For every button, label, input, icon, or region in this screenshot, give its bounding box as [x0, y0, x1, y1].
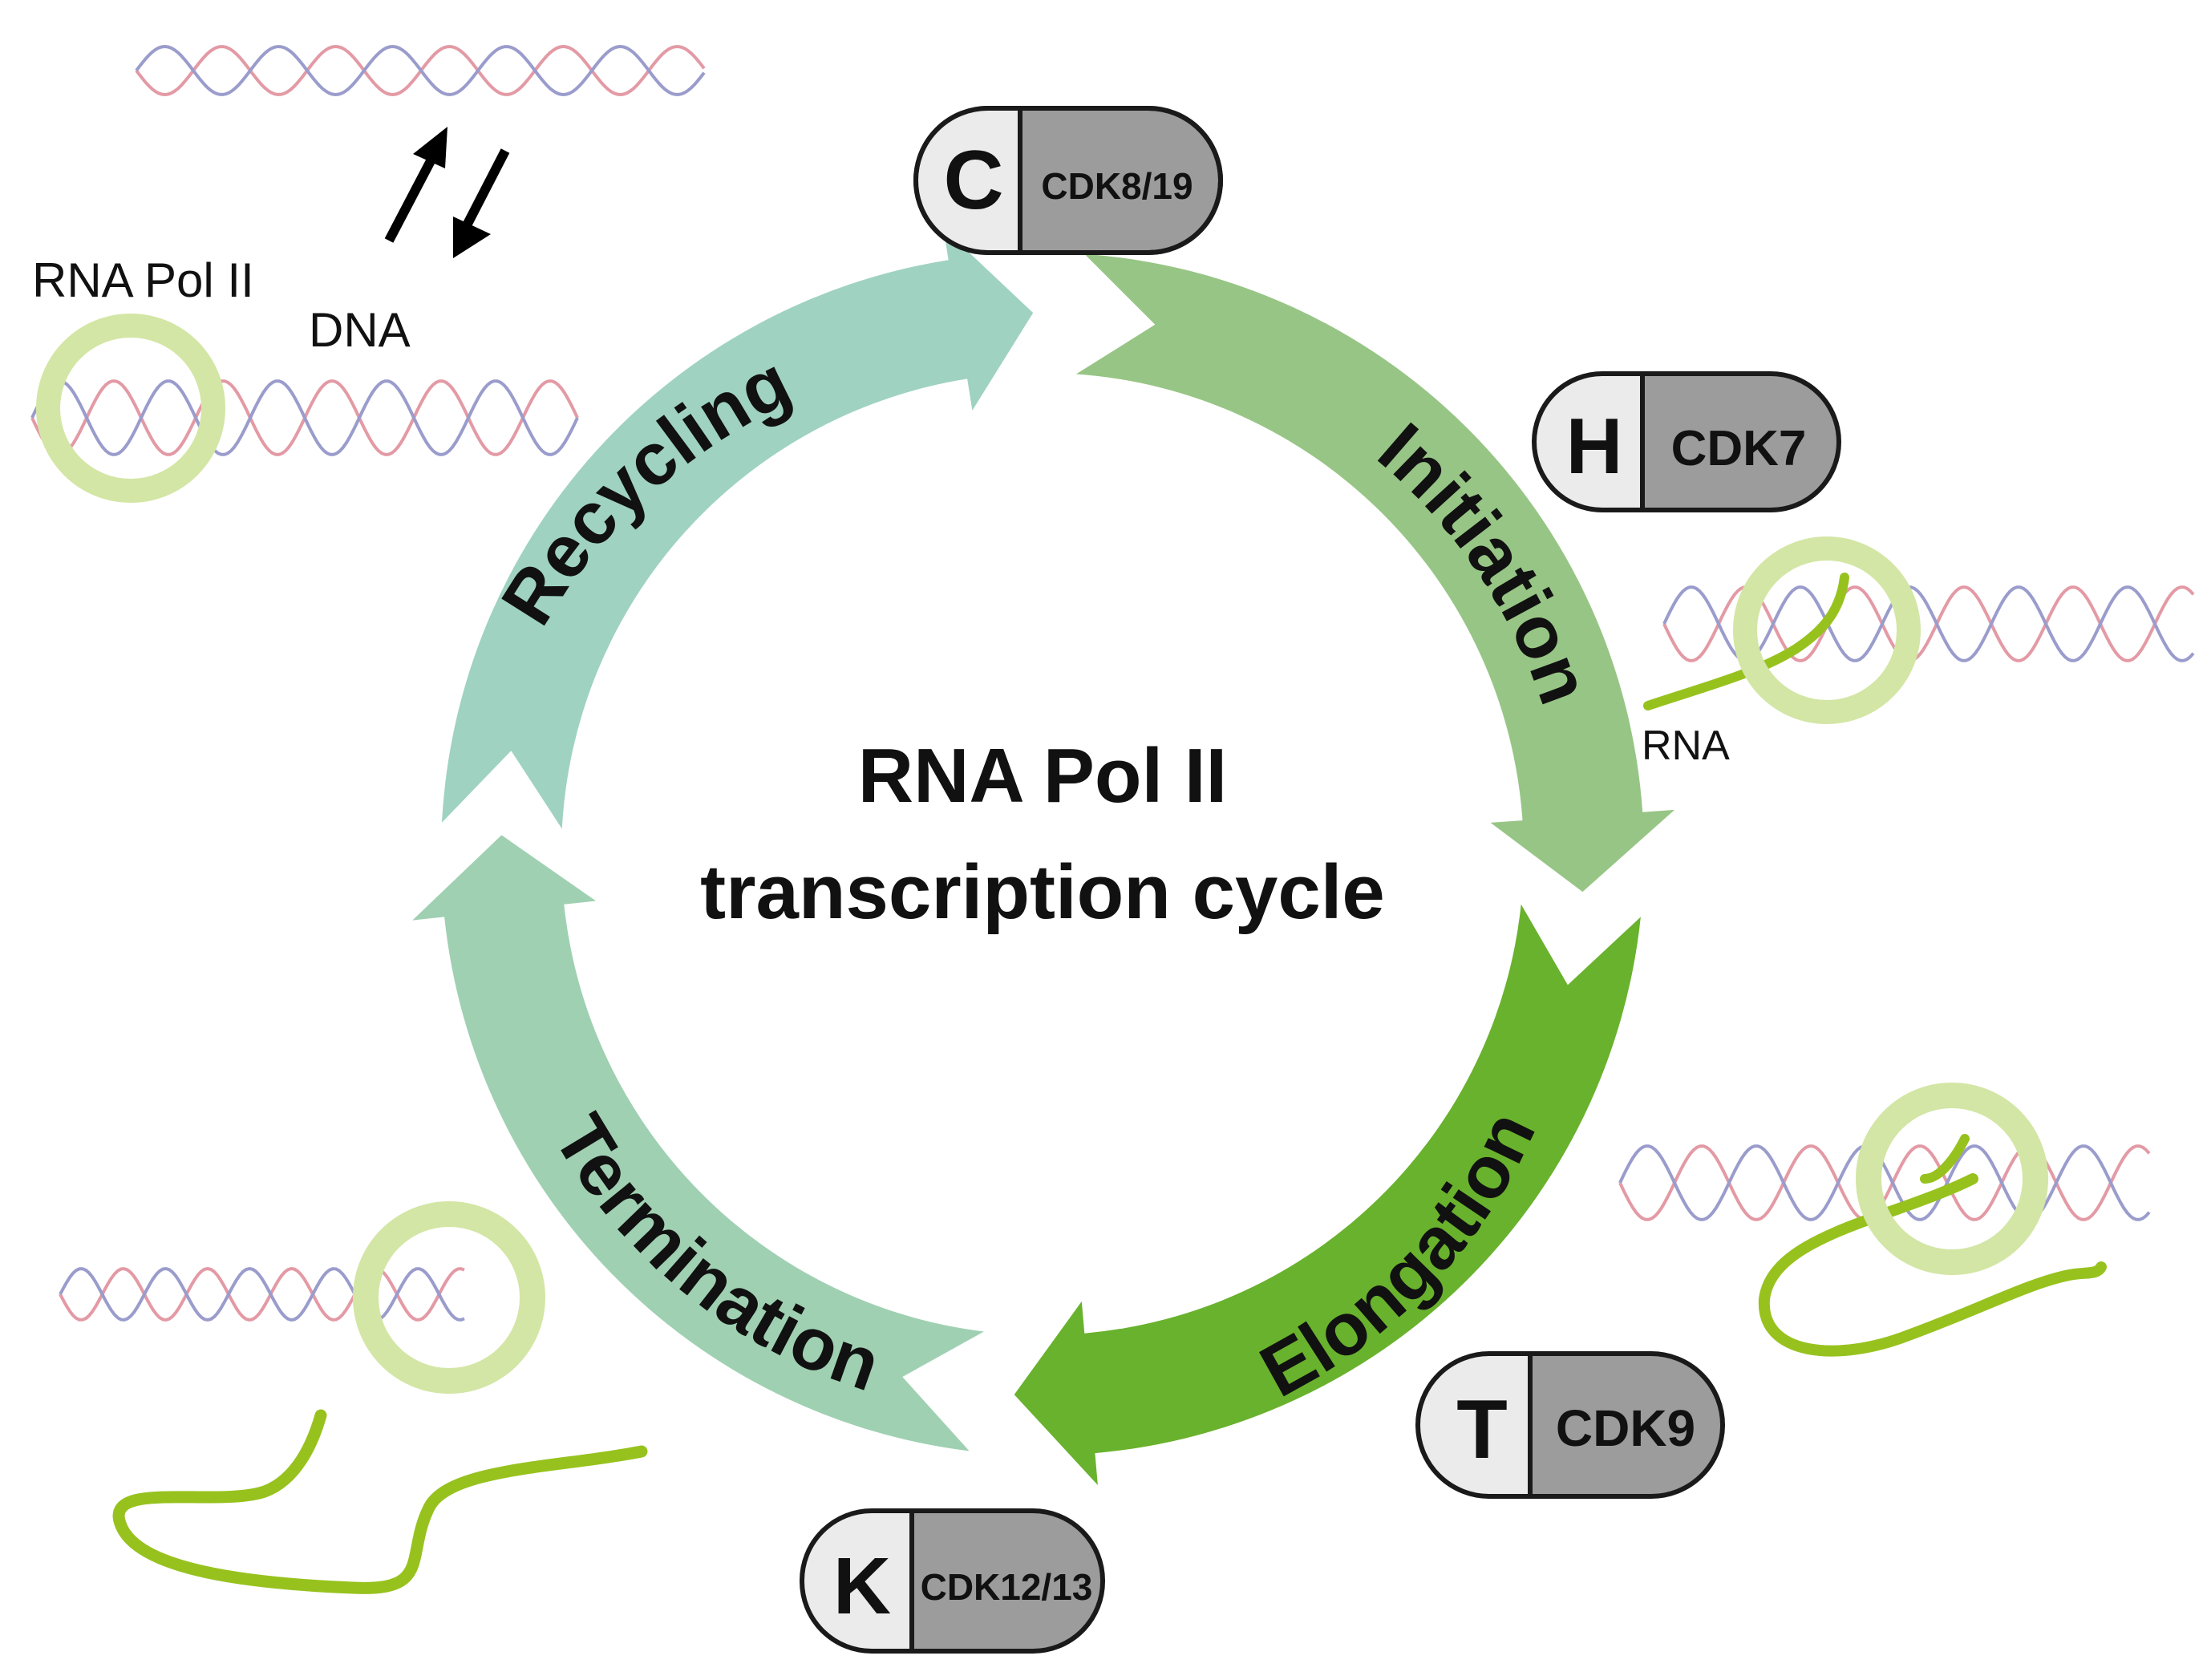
cycle-arrow-initiation	[1075, 253, 1675, 893]
dna-helix-elongation	[1618, 1144, 2151, 1221]
pol-ii-rings	[36, 314, 2048, 1394]
dna-strand	[59, 1266, 465, 1322]
pill-cdk-label: CDK9	[1556, 1399, 1695, 1457]
pol-ii-ring-recycling	[36, 314, 225, 503]
kinase-pill-cdk12-13: K CDK12/13	[800, 1508, 1105, 1654]
pol-ii-ring-elongation	[1856, 1083, 2048, 1275]
pill-cdk-label: CDK7	[1671, 421, 1807, 476]
kinase-pill-cdk7: H CDK7	[1532, 371, 1841, 512]
center-title-line2: transcription cycle	[700, 849, 1385, 935]
pill-letter: T	[1456, 1383, 1508, 1476]
dna-helix-recycling	[30, 379, 579, 456]
dna-strand	[59, 1266, 465, 1322]
exchange-arrows	[384, 127, 510, 258]
rna-strands	[112, 573, 2107, 1594]
pill-letter: H	[1566, 402, 1623, 490]
rna-strand-elongation	[1758, 1173, 2107, 1357]
pill-letter: C	[943, 134, 1003, 227]
label-rna: RNA	[1642, 723, 1730, 769]
dna-strand	[1618, 1144, 2151, 1221]
pill-cdk-label: CDK8/19	[1041, 165, 1193, 207]
dna-strand	[30, 379, 579, 456]
dna-strand	[1618, 1144, 2151, 1221]
dna-strand	[135, 44, 706, 97]
cycle-arrow-recycling	[442, 228, 1034, 829]
kinase-pill-cdk9: T CDK9	[1415, 1351, 1725, 1499]
pol-ii-ring-termination	[353, 1201, 545, 1394]
rna-strand-elongation-tail	[1920, 1134, 1970, 1184]
label-rna-pol-ii: RNA Pol II	[32, 253, 254, 307]
cycle-arrow-termination	[412, 835, 984, 1451]
pill-cdk-label: CDK12/13	[921, 1566, 1093, 1608]
stage-label-recycling: Recycling	[486, 341, 803, 638]
stage-label-termination: Termination	[538, 1102, 890, 1407]
pill-letter: K	[833, 1541, 891, 1631]
rna-strand-termination	[112, 1409, 648, 1594]
rna-strand-initiation	[1643, 573, 1849, 710]
kinase-pill-cdk8-19: C CDK8/19	[913, 106, 1223, 255]
label-dna: DNA	[309, 303, 411, 357]
dna-helix-termination	[59, 1266, 465, 1322]
cycle-arrow-elongation	[1014, 904, 1641, 1485]
center-title-line1: RNA Pol II	[858, 733, 1227, 819]
dna-helix-top	[135, 44, 706, 97]
pol-ii-ring-initiation	[1733, 536, 1921, 724]
